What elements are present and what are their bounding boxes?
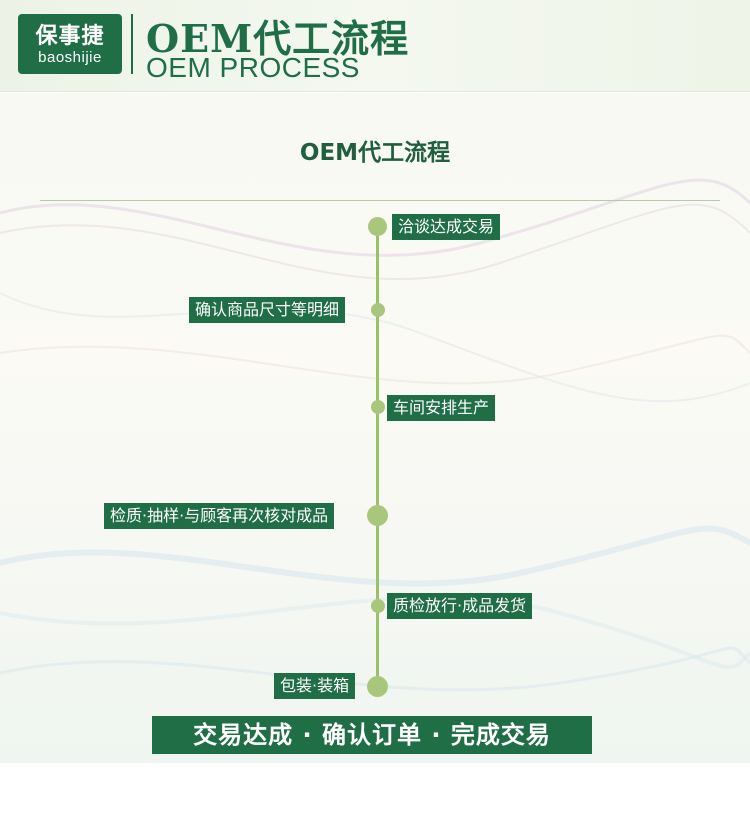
header-divider bbox=[131, 14, 133, 74]
timeline-dot bbox=[371, 303, 385, 317]
decorative-waves bbox=[0, 178, 750, 692]
logo-chinese-name: 保事捷 bbox=[35, 24, 105, 49]
timeline-dot bbox=[371, 599, 385, 613]
logo[interactable]: 保事捷 baoshijie bbox=[18, 14, 122, 74]
closing-banner: 交易达成 · 确认订单 · 完成交易 bbox=[152, 716, 592, 754]
step-label: 质检放行·成品发货 bbox=[387, 593, 533, 619]
process-content: OEM代工流程 洽谈达成交易 确认商品尺寸等明细 车间安排生产 检质·抽样·与顾… bbox=[0, 93, 750, 763]
timeline-dot bbox=[367, 505, 388, 526]
step-label: 车间安排生产 bbox=[387, 395, 496, 421]
title-rule bbox=[40, 200, 720, 201]
timeline-dot bbox=[368, 217, 387, 236]
step-label: 洽谈达成交易 bbox=[392, 214, 501, 240]
step-label: 包装·装箱 bbox=[274, 673, 356, 699]
header: 保事捷 baoshijie OEM代工流程 OEM PROCESS bbox=[0, 0, 750, 92]
header-title-chinese: OEM代工流程 bbox=[146, 16, 410, 61]
timeline-dot bbox=[371, 400, 385, 414]
step-label: 确认商品尺寸等明细 bbox=[189, 297, 346, 323]
process-title: OEM代工流程 bbox=[299, 140, 451, 166]
timeline-line bbox=[376, 225, 379, 687]
header-title-english: OEM PROCESS bbox=[146, 52, 360, 83]
timeline-dot bbox=[367, 676, 388, 697]
step-label: 检质·抽样·与顾客再次核对成品 bbox=[104, 503, 335, 529]
logo-english-name: baoshijie bbox=[38, 49, 102, 66]
